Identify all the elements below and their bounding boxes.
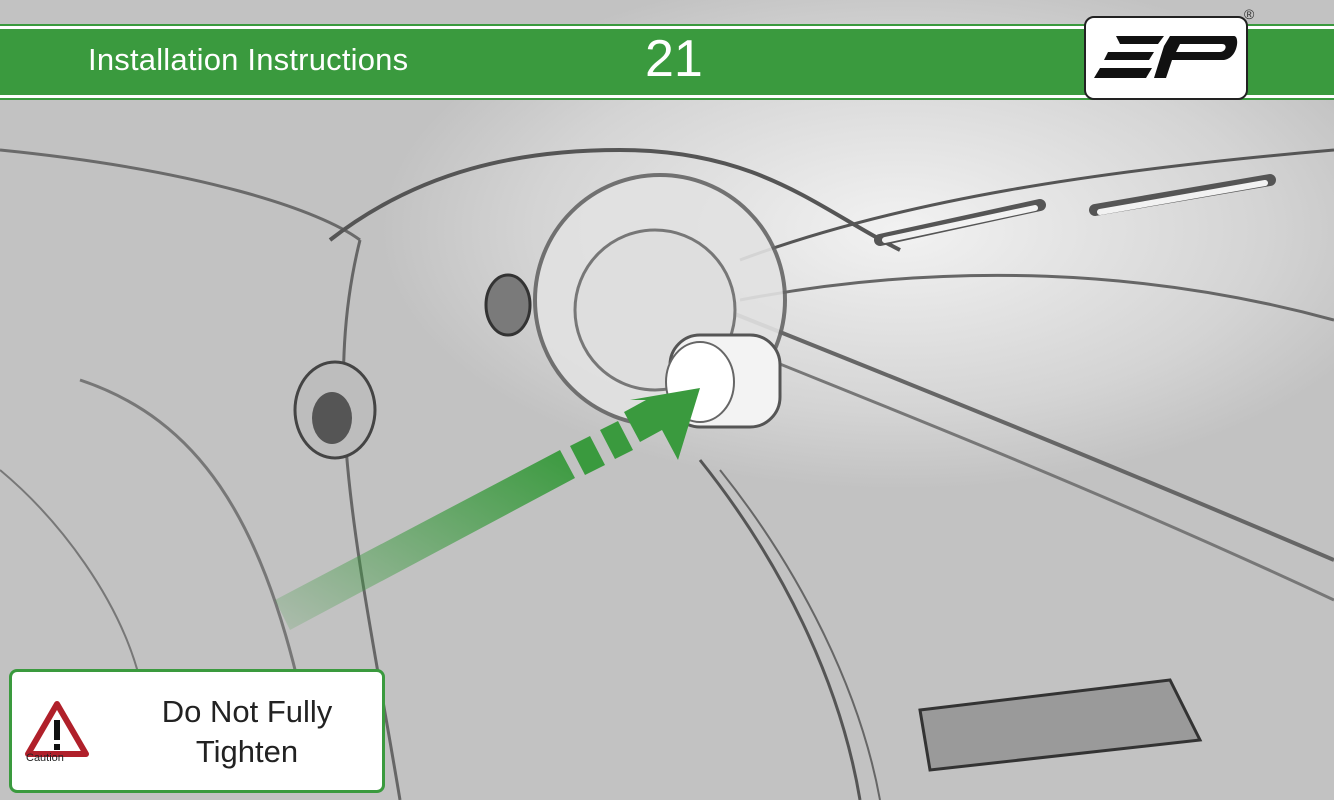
caution-message-line1: Do Not Fully [112, 694, 382, 730]
page-number: 21 [645, 26, 703, 92]
ep-logo-icon [1094, 32, 1238, 84]
registered-mark: ® [1244, 6, 1254, 22]
caution-box: Caution Do Not Fully Tighten [9, 669, 385, 793]
caution-label: Caution [26, 752, 64, 764]
warning-triangle-icon [24, 700, 90, 760]
page-title: Installation Instructions [88, 42, 408, 78]
brand-logo [1084, 16, 1248, 100]
caution-message-line2: Tighten [112, 734, 382, 770]
